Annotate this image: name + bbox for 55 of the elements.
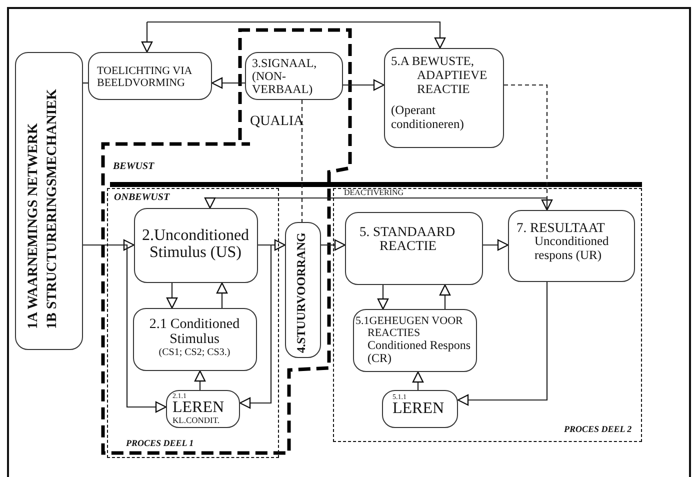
process-box [245,52,343,100]
node-text: (Operant conditioneren) [391,104,465,132]
node-text: 1B STRUCTURERINGSMECHANIEK [45,88,61,329]
node-text: LEREN [392,401,446,418]
arrow [412,371,424,390]
node-text: 5.A BEWUSTE, ADAPTIEVE REACTIE [391,55,488,96]
node-text: Unconditioned respons (UR) [534,235,610,263]
node-text: TOELICHTING VIA BEELDVORMING [97,65,193,90]
process-box [384,48,504,148]
node-text: 4.STUURVOORRANG [295,232,308,353]
process-box [382,390,458,428]
node-text: 5.1GEHEUGEN VOOR REACTIES [356,314,464,339]
process-box [508,210,634,282]
region-label: QUALIA [250,114,304,130]
node-text: (CS1; CS2; CS3.) [158,347,232,358]
arrow [483,239,509,251]
region-label: ONBEWUST [114,192,170,203]
arrow [211,77,245,89]
process-box [166,390,240,428]
node-text: 7. RESULTAAT [516,220,606,236]
dashed-connector [301,100,303,222]
process-box [134,208,258,282]
node-text: 3.SIGNAAL, (NON-VERBAAL) [252,57,318,97]
vertical-box [15,52,83,350]
region-title: PROCES DEEL 2 [564,425,632,435]
arrow [194,370,206,390]
process-box [352,308,476,372]
arrow [439,284,451,309]
arrow [239,244,272,409]
arrow [204,197,548,210]
node-text: 2.1 Conditioned Stimulus [148,316,241,348]
arrow [147,21,446,49]
node-text: KL.CONDIT. [172,416,221,426]
node-text: 5. STANDAARD REACTIE [358,224,456,254]
region-frame [107,188,279,458]
dashed-connector [504,84,553,211]
region-frame [333,188,642,442]
arrow [321,239,346,251]
arrow [166,283,178,309]
node-text: 2.Unconditioned Stimulus (US) [140,226,250,262]
node-text: Conditioned Respons (CR) [366,338,472,366]
process-box [88,52,212,100]
node-text: LEREN [172,400,226,416]
arrow [343,79,385,91]
region-label: BEWUST [113,161,154,172]
vertical-box [285,222,321,358]
arrow [216,282,228,308]
node-text: 1A WAARNEMINGS NETWERK [26,122,42,329]
process-box [344,212,482,284]
process-box [132,308,256,370]
arrow [457,282,548,406]
arrow [141,22,153,53]
arrow [377,285,389,310]
edge-label: DEACTIVERING [343,189,405,197]
region-title: PROCES DEEL 1 [126,439,194,449]
